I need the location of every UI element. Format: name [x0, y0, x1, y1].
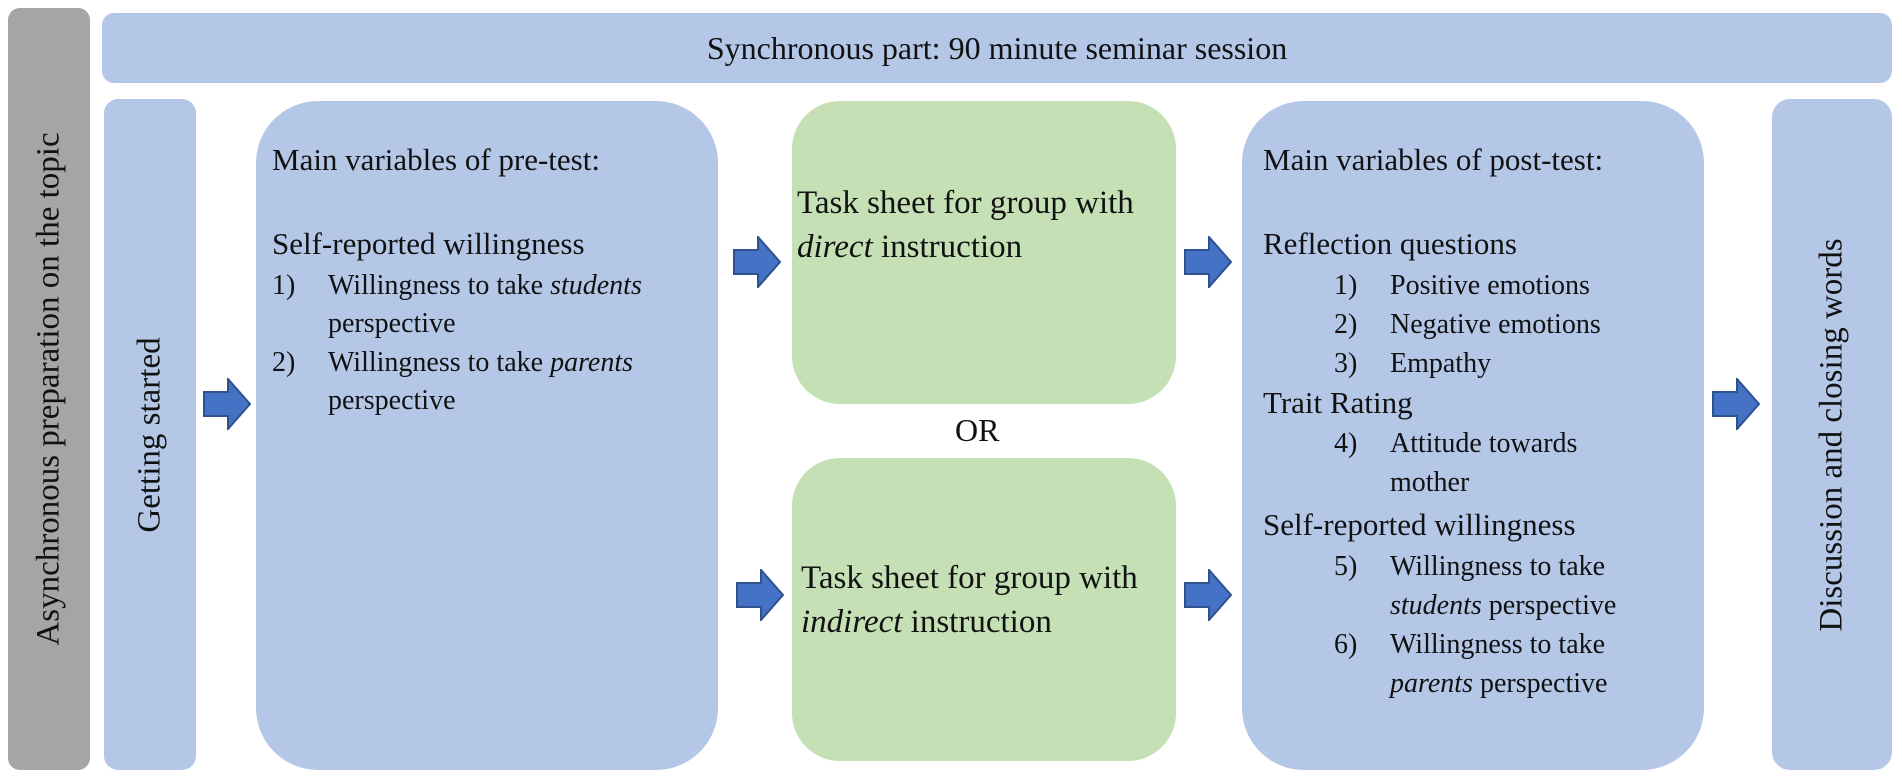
or-label: OR — [955, 412, 1000, 448]
arrow-right-icon — [203, 378, 251, 430]
getting-started-label: Getting started — [131, 336, 168, 533]
arrow-right-icon — [1712, 378, 1760, 430]
post-test-item-number: 6) — [1334, 629, 1358, 660]
post-test-item-number: 1) — [1334, 270, 1358, 301]
task-indirect-line1: Task sheet for group with — [801, 560, 1138, 596]
post-test-item-text: Attitude towards — [1390, 428, 1578, 459]
pre-test-title: Main variables of pre-test: — [272, 142, 600, 177]
post-test-item-number: 5) — [1334, 551, 1358, 582]
arrow-right-icon — [736, 569, 784, 621]
closing-box: Discussion and closing words — [1772, 99, 1892, 770]
post-test-section-willingness: Self-reported willingness — [1263, 507, 1576, 542]
post-test-item-text-line2: mother — [1390, 467, 1470, 498]
task-direct-line1: Task sheet for group with — [797, 185, 1134, 221]
task-indirect-line2: indirect instruction — [801, 604, 1052, 640]
post-test-item-text-line2: parents perspective — [1390, 668, 1608, 699]
post-test-title: Main variables of post-test: — [1263, 142, 1604, 177]
pre-test-item-text-line2: perspective — [328, 308, 456, 339]
pre-test-box: Main variables of pre-test: Self-reporte… — [256, 101, 718, 770]
post-test-item-text: Positive emotions — [1390, 270, 1590, 301]
post-test-item-text: Empathy — [1390, 348, 1492, 379]
task-indirect-box: Task sheet for group with indirect instr… — [792, 458, 1176, 761]
pre-test-item-number: 2) — [272, 347, 296, 378]
post-test-item-text: Negative emotions — [1390, 309, 1601, 340]
post-test-item-text: Willingness to take — [1390, 629, 1606, 660]
post-test-item-text: Willingness to take — [1390, 551, 1606, 582]
arrow-right-icon — [733, 236, 781, 288]
post-test-item-number: 4) — [1334, 428, 1358, 459]
task-direct-line2: direct instruction — [797, 229, 1023, 265]
pre-test-section: Self-reported willingness — [272, 226, 585, 261]
task-direct-box: Task sheet for group with direct instruc… — [792, 101, 1176, 404]
post-test-section-trait-rating: Trait Rating — [1263, 385, 1413, 420]
pre-test-item-number: 1) — [272, 270, 296, 301]
pre-test-item-text-line2: perspective — [328, 385, 456, 416]
post-test-item-number: 2) — [1334, 309, 1358, 340]
arrow-right-icon — [1184, 236, 1232, 288]
synchronous-banner-label: Synchronous part: 90 minute seminar sess… — [706, 29, 1288, 66]
post-test-item-number: 3) — [1334, 348, 1358, 379]
async-preparation-bar: Asynchronous preparation on the topic — [8, 8, 90, 770]
arrow-right-icon — [1184, 569, 1232, 621]
synchronous-banner: Synchronous part: 90 minute seminar sess… — [102, 13, 1892, 83]
pre-test-item-text: Willingness to take parents — [328, 347, 634, 378]
async-preparation-label: Asynchronous preparation on the topic — [30, 132, 67, 646]
closing-label: Discussion and closing words — [1813, 237, 1850, 632]
pre-test-item-text: Willingness to take students — [328, 270, 642, 301]
post-test-box: Main variables of post-test: Reflection … — [1242, 101, 1704, 770]
getting-started-box: Getting started — [104, 99, 196, 770]
post-test-item-text-line2: students perspective — [1390, 590, 1617, 621]
post-test-section-reflection: Reflection questions — [1263, 226, 1517, 261]
